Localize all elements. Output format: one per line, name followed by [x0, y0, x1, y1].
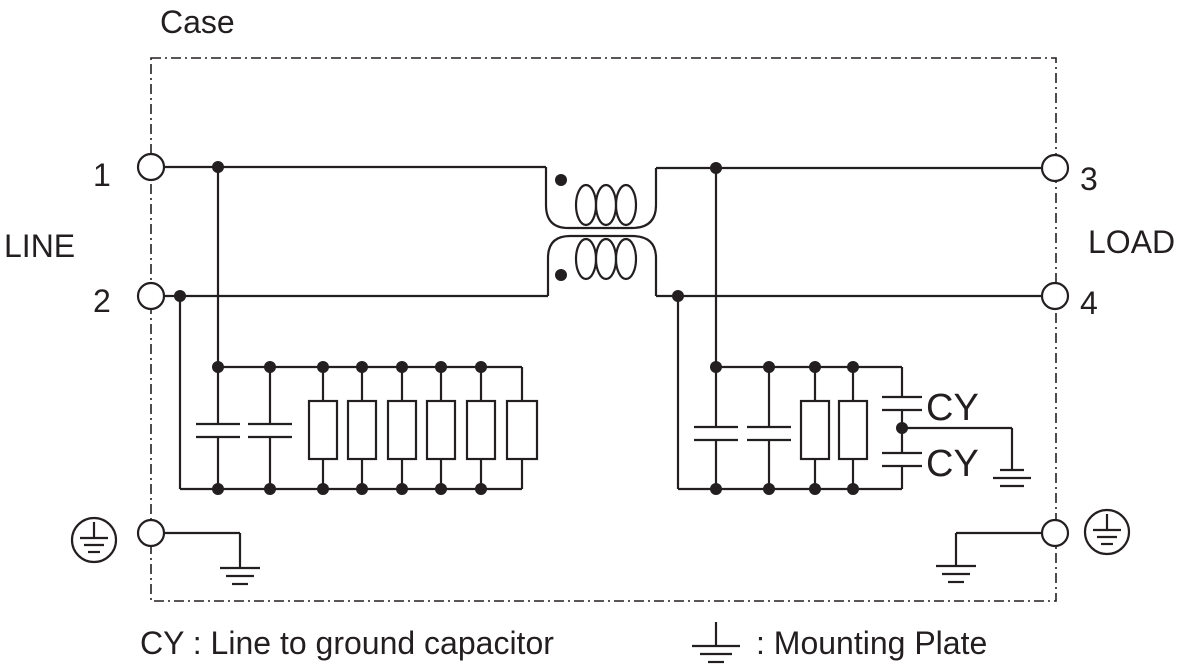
terminal-3-label: 3: [1080, 161, 1098, 197]
load-label: LOAD: [1088, 224, 1175, 260]
ground-icon: [220, 566, 260, 586]
left-capacitor-2: [248, 367, 292, 489]
terminal-2-label: 2: [93, 283, 111, 319]
ground-icon: [692, 622, 740, 664]
terminal-1: [136, 152, 166, 182]
terminal-4: [1040, 281, 1070, 311]
ground-icon: [993, 468, 1031, 488]
terminal-1-label: 1: [93, 157, 111, 193]
cy-label-bottom: CY: [926, 443, 979, 485]
case-outline: [150, 57, 1057, 602]
protective-earth-icon: [1083, 508, 1131, 556]
case-label: Case: [160, 4, 235, 40]
legend-mounting-text: : Mounting Plate: [756, 625, 987, 661]
ground-icon: [936, 564, 976, 584]
terminal-ground-left: [136, 518, 166, 548]
cy-capacitor-pair: [882, 367, 1014, 489]
right-capacitor-2: [747, 367, 791, 489]
terminal-ground-right: [1040, 518, 1070, 548]
protective-earth-icon: [70, 516, 118, 564]
terminal-3: [1040, 153, 1070, 183]
line-label: LINE: [4, 228, 75, 264]
right-capacitor-1: [694, 367, 738, 489]
common-mode-choke-icon: [544, 167, 658, 296]
right-resistor-bank: [799, 367, 869, 489]
legend-cy-text: CY : Line to ground capacitor: [140, 625, 554, 661]
left-resistor-bank: [307, 367, 539, 489]
terminal-4-label: 4: [1080, 285, 1098, 321]
junction-dots: [174, 161, 908, 495]
cy-label-top: CY: [926, 387, 979, 429]
left-capacitor-1: [196, 367, 240, 489]
terminal-2: [136, 281, 166, 311]
